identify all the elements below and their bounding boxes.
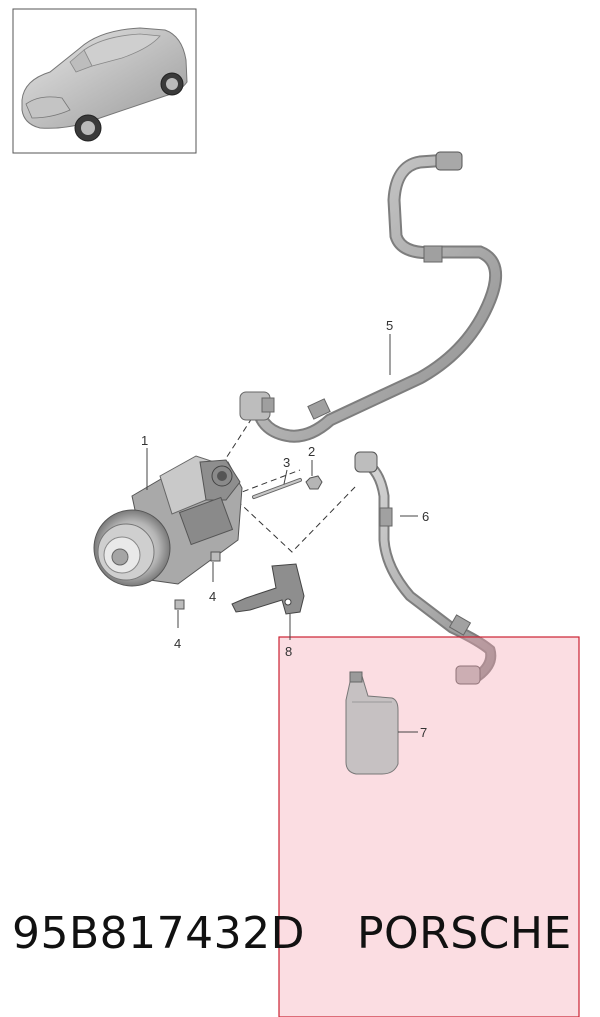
vehicle-thumbnail [12, 8, 197, 154]
callout-3: 3 [283, 455, 290, 470]
stud-bolt-3 [252, 478, 302, 499]
pressure-hose-6 [354, 451, 497, 685]
callout-leaders [146, 334, 418, 733]
part-number: 95B817432D [12, 908, 306, 959]
callout-6: 6 [422, 509, 429, 524]
callout-4-upper: 4 [209, 589, 216, 604]
brand-name: PORSCHE [357, 908, 572, 959]
callout-2: 2 [308, 444, 315, 459]
nut-4-lower [174, 599, 185, 610]
callout-8: 8 [285, 644, 292, 659]
highlight-box [278, 636, 580, 1017]
oil-bottle-7 [345, 671, 399, 775]
callout-4-lower: 4 [174, 636, 181, 651]
callout-1: 1 [141, 433, 148, 448]
suction-hose-5 [239, 151, 503, 443]
nut-2 [305, 475, 323, 490]
callout-5: 5 [386, 318, 393, 333]
bracket-8 [231, 563, 305, 615]
callout-7: 7 [420, 725, 427, 740]
callout-labels: 1 2 3 4 4 5 6 7 8 [141, 318, 429, 740]
nut-4-upper [210, 551, 221, 562]
suv-illustration [21, 27, 188, 142]
ac-compressor-1 [93, 455, 243, 587]
